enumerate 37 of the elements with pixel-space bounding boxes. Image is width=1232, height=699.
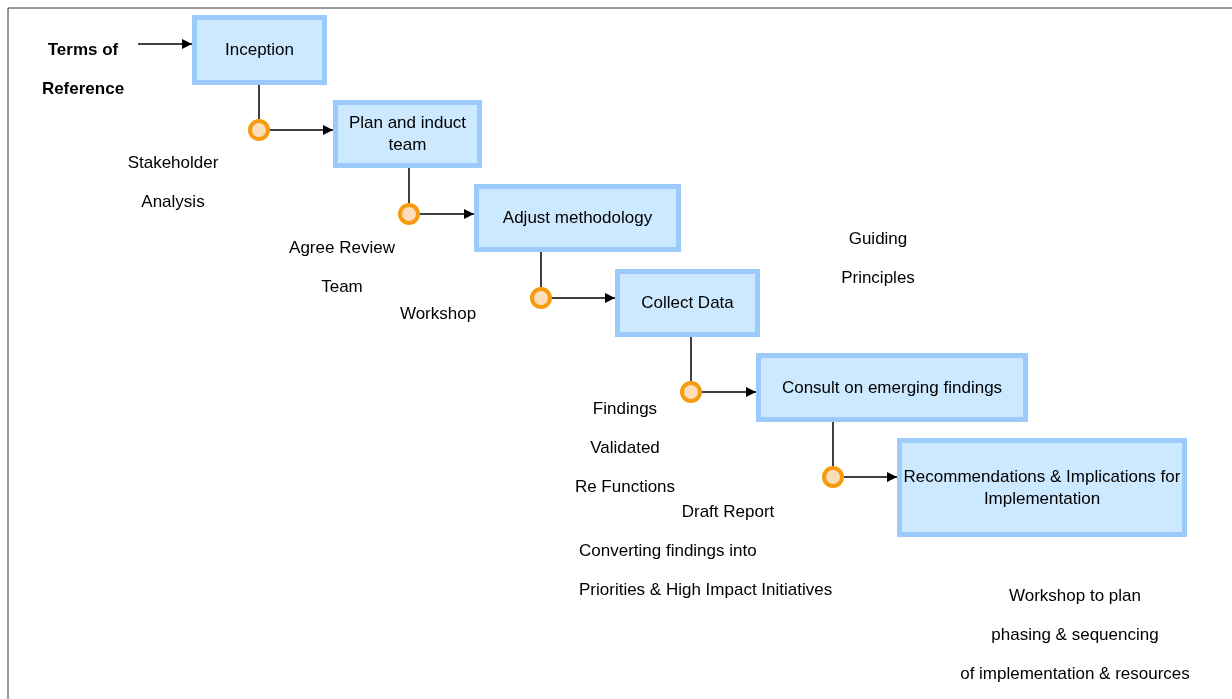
box-label: Inception <box>225 39 294 61</box>
connector-line <box>408 167 410 204</box>
milestone-note: Draft Report <box>681 501 775 523</box>
input-label: Terms of Reference <box>41 30 125 108</box>
box-label: Collect Data <box>641 292 734 314</box>
process-box <box>333 100 482 168</box>
milestone-circle <box>822 466 844 488</box>
milestone-note: Guiding Principles <box>841 228 915 289</box>
process-box <box>474 184 681 252</box>
box-label: Adjust methodology <box>502 207 653 229</box>
connector-line <box>832 421 834 467</box>
connector-line <box>258 84 260 120</box>
milestone-note: Workshop to plan phasing & sequencing of implementation & resources <box>960 585 1190 685</box>
arrow <box>137 39 193 49</box>
box-label: Consult on emerging findings <box>781 376 1003 399</box>
arrow <box>843 472 898 482</box>
milestone-note: Workshop <box>399 303 477 325</box>
milestone-circle <box>398 203 420 225</box>
milestone-circle <box>530 287 552 309</box>
milestone-circle <box>248 119 270 141</box>
milestone-note: Findings Validated Re Functions <box>574 398 676 498</box>
arrow <box>701 387 757 397</box>
arrow <box>269 125 334 135</box>
process-box <box>615 269 760 337</box>
connector-line <box>690 336 692 382</box>
arrow <box>551 293 616 303</box>
connector-line <box>540 251 542 288</box>
milestone-note: Agree Review Team <box>289 237 395 298</box>
process-box <box>897 438 1187 537</box>
arrow <box>419 209 475 219</box>
milestone-circle <box>680 381 702 403</box>
process-box <box>192 15 327 85</box>
box-label: Plan and induct team <box>347 112 468 156</box>
milestone-note: Stakeholder Analysis <box>127 152 219 213</box>
process-box <box>756 353 1028 422</box>
box-label: Recommendations & Implications for Implementation <box>902 465 1182 510</box>
milestone-note: Converting findings into Priorities & High Impact Initiatives <box>579 540 833 601</box>
